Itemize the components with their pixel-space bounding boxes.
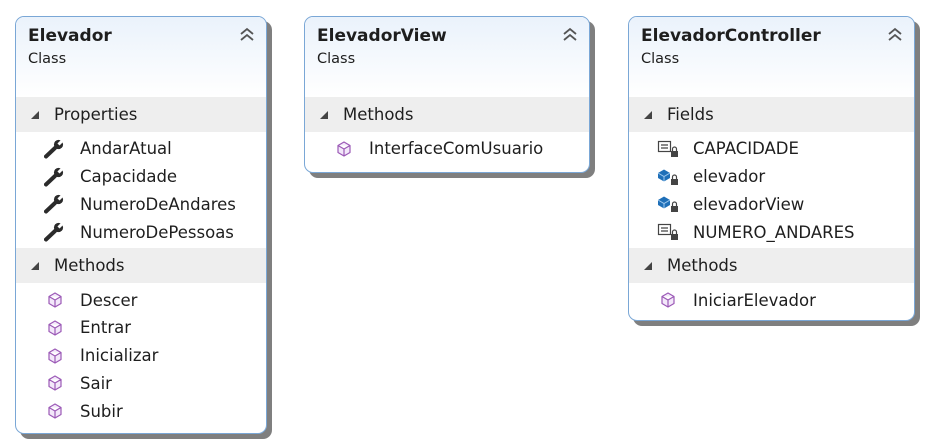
class-kind: Class <box>317 51 356 67</box>
member-name: elevador <box>693 167 766 187</box>
wrench-icon <box>44 166 66 187</box>
member-row[interactable]: Descer <box>16 286 266 314</box>
collapse-chevrons-icon[interactable] <box>886 26 904 42</box>
member-row[interactable]: Capacidade <box>16 163 266 191</box>
section-label: Methods <box>54 256 125 276</box>
class-card-elevador[interactable]: Elevador Class Properties AndarAtual Cap… <box>15 16 267 434</box>
member-row[interactable]: NumeroDeAndares <box>16 191 266 219</box>
member-row[interactable]: CAPACIDADE <box>629 135 914 163</box>
member-row[interactable]: IniciarElevador <box>629 286 914 314</box>
class-title: ElevadorView <box>317 26 447 46</box>
class-header: Elevador Class <box>16 17 266 97</box>
method-cube-icon <box>48 292 62 308</box>
expanded-triangle-icon <box>31 110 39 119</box>
member-row[interactable]: Sair <box>16 370 266 398</box>
section-fields[interactable]: Fields <box>629 97 914 132</box>
class-header: ElevadorController Class <box>629 17 914 97</box>
class-card-elevadorview[interactable]: ElevadorView Class Methods InterfaceComU… <box>304 16 590 173</box>
member-row[interactable]: NUMERO_ANDARES <box>629 218 914 246</box>
method-cube-icon <box>337 141 351 157</box>
member-name: NumeroDeAndares <box>80 194 236 214</box>
method-cube-icon <box>48 375 62 392</box>
private-constant-icon <box>657 224 678 241</box>
member-name: Descer <box>80 290 138 310</box>
class-header: ElevadorView Class <box>305 17 589 97</box>
member-name: elevadorView <box>693 194 805 214</box>
expanded-triangle-icon <box>644 110 652 119</box>
member-row[interactable]: elevadorView <box>629 191 914 219</box>
wrench-icon <box>44 222 66 242</box>
section-properties[interactable]: Properties <box>16 97 266 132</box>
expanded-triangle-icon <box>31 261 39 270</box>
collapse-chevrons-icon[interactable] <box>561 26 579 42</box>
member-row[interactable]: AndarAtual <box>16 135 266 163</box>
section-methods[interactable]: Methods <box>305 97 589 132</box>
member-row[interactable]: InterfaceComUsuario <box>305 135 589 163</box>
method-cube-icon <box>48 403 62 419</box>
member-name: Sair <box>80 373 112 393</box>
method-cube-icon <box>48 348 62 364</box>
member-name: NumeroDePessoas <box>80 222 234 242</box>
member-name: Subir <box>80 401 123 421</box>
wrench-icon <box>44 138 66 159</box>
class-title: Elevador <box>28 26 112 46</box>
method-cube-icon <box>48 320 62 336</box>
class-card-elevadorcontroller[interactable]: ElevadorController Class Fields CAPACIDA… <box>628 16 915 321</box>
section-methods[interactable]: Methods <box>629 248 914 284</box>
wrench-icon <box>44 194 66 214</box>
member-name: NUMERO_ANDARES <box>693 222 855 242</box>
class-kind: Class <box>28 51 67 67</box>
member-row[interactable]: Subir <box>16 397 266 425</box>
member-row[interactable]: NumeroDePessoas <box>16 218 266 246</box>
method-cube-icon <box>661 292 675 308</box>
member-name: Capacidade <box>80 167 178 187</box>
class-kind: Class <box>641 51 680 67</box>
member-row[interactable]: Entrar <box>16 314 266 342</box>
private-field-icon <box>657 196 678 213</box>
member-row[interactable]: Inicializar <box>16 342 266 370</box>
section-label: Methods <box>667 256 738 276</box>
expanded-triangle-icon <box>320 110 328 119</box>
member-name: InterfaceComUsuario <box>369 139 544 159</box>
member-name: IniciarElevador <box>693 290 816 310</box>
member-name: AndarAtual <box>80 139 172 159</box>
member-row[interactable]: elevador <box>629 163 914 191</box>
expanded-triangle-icon <box>644 261 652 270</box>
member-name: CAPACIDADE <box>693 139 799 159</box>
section-methods[interactable]: Methods <box>16 248 266 284</box>
section-label: Methods <box>343 105 414 124</box>
member-name: Inicializar <box>80 346 159 366</box>
class-title: ElevadorController <box>641 26 821 46</box>
section-label: Properties <box>54 105 138 124</box>
private-field-icon <box>657 169 678 185</box>
collapse-chevrons-icon[interactable] <box>238 26 256 42</box>
member-name: Entrar <box>80 318 132 338</box>
section-label: Fields <box>667 105 714 124</box>
private-constant-icon <box>657 140 678 157</box>
